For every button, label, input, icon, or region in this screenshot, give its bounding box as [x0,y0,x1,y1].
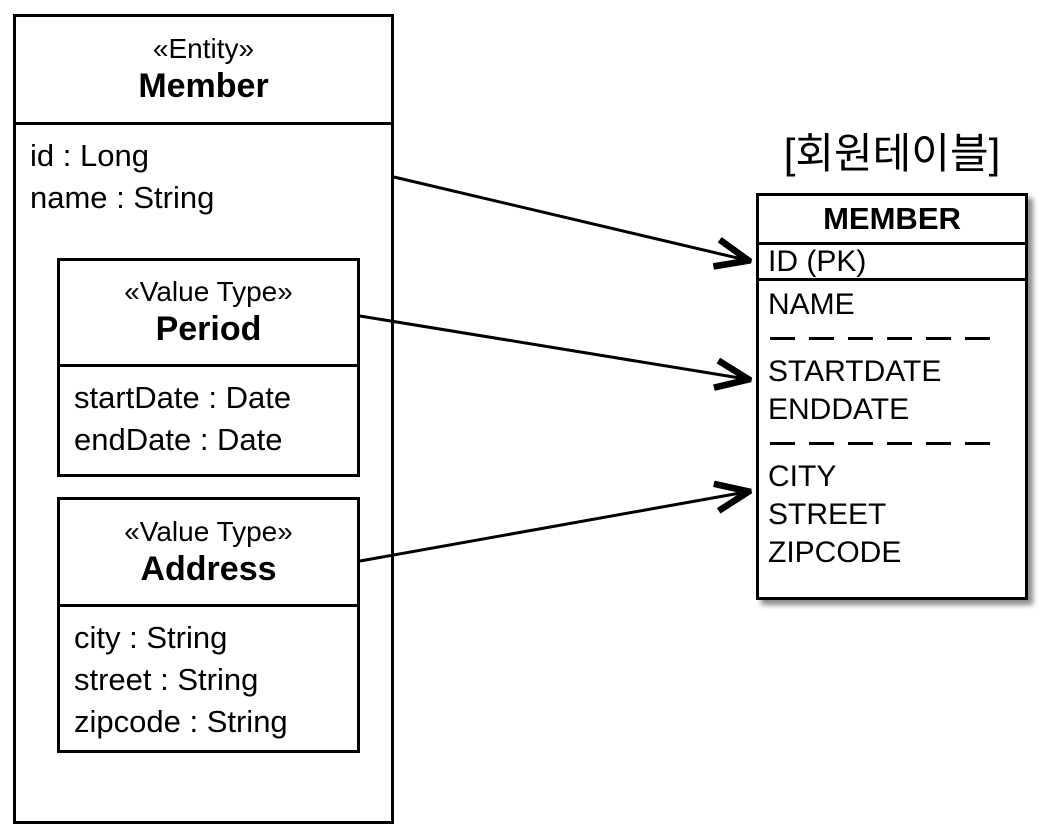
db-column-id-pk: ID (PK) [759,245,1025,281]
entity-name: Member [138,67,269,105]
db-column-city: CITY [768,460,837,493]
address-stereotype: «Value Type» [124,515,293,547]
field-city: city : String [74,620,228,655]
uml-entity-member-fields: id : Long name : String [16,125,391,219]
field-id: id : Long [30,138,149,173]
field-name: name : String [30,180,215,215]
db-column-street: STREET [768,498,887,531]
db-table-member: MEMBER ID (PK) NAME STARTDATE ENDDATE CI… [756,193,1028,600]
dashed-separator [770,442,995,445]
db-column-name: NAME [768,288,855,321]
db-column-zipcode: ZIPCODE [768,536,902,569]
table-caption: [회원테이블] [783,130,1001,177]
db-table-title: MEMBER [759,196,1025,245]
field-startdate: startDate : Date [74,380,292,415]
uml-entity-member: «Entity» Member id : Long name : String … [13,14,394,824]
db-column-enddate: ENDDATE [768,393,910,426]
uml-value-type-address-fields: city : String street : String zipcode : … [60,607,357,743]
uml-value-type-period-header: «Value Type» Period [60,261,357,367]
uml-value-type-period-fields: startDate : Date endDate : Date [60,367,357,461]
dashed-separator [770,337,995,340]
arrow-address-to-city [359,492,746,563]
entity-stereotype: «Entity» [152,33,255,64]
field-zipcode: zipcode : String [74,704,288,739]
arrow-member-to-id-pk [393,175,746,260]
uml-value-type-period: «Value Type» Period startDate : Date end… [57,258,360,477]
db-column-startdate: STARTDATE [768,355,942,388]
field-street: street : String [74,662,259,697]
period-name: Period [155,310,262,348]
uml-entity-member-header: «Entity» Member [16,17,391,125]
db-table-columns: NAME STARTDATE ENDDATE CITY STREET ZIPCO… [759,281,1025,572]
period-stereotype: «Value Type» [124,276,293,307]
arrow-period-to-startdate [359,314,746,379]
address-name: Address [140,549,277,588]
field-enddate: endDate : Date [74,422,283,457]
uml-value-type-address: «Value Type» Address city : String stree… [57,497,360,753]
uml-value-type-address-header: «Value Type» Address [60,500,357,607]
